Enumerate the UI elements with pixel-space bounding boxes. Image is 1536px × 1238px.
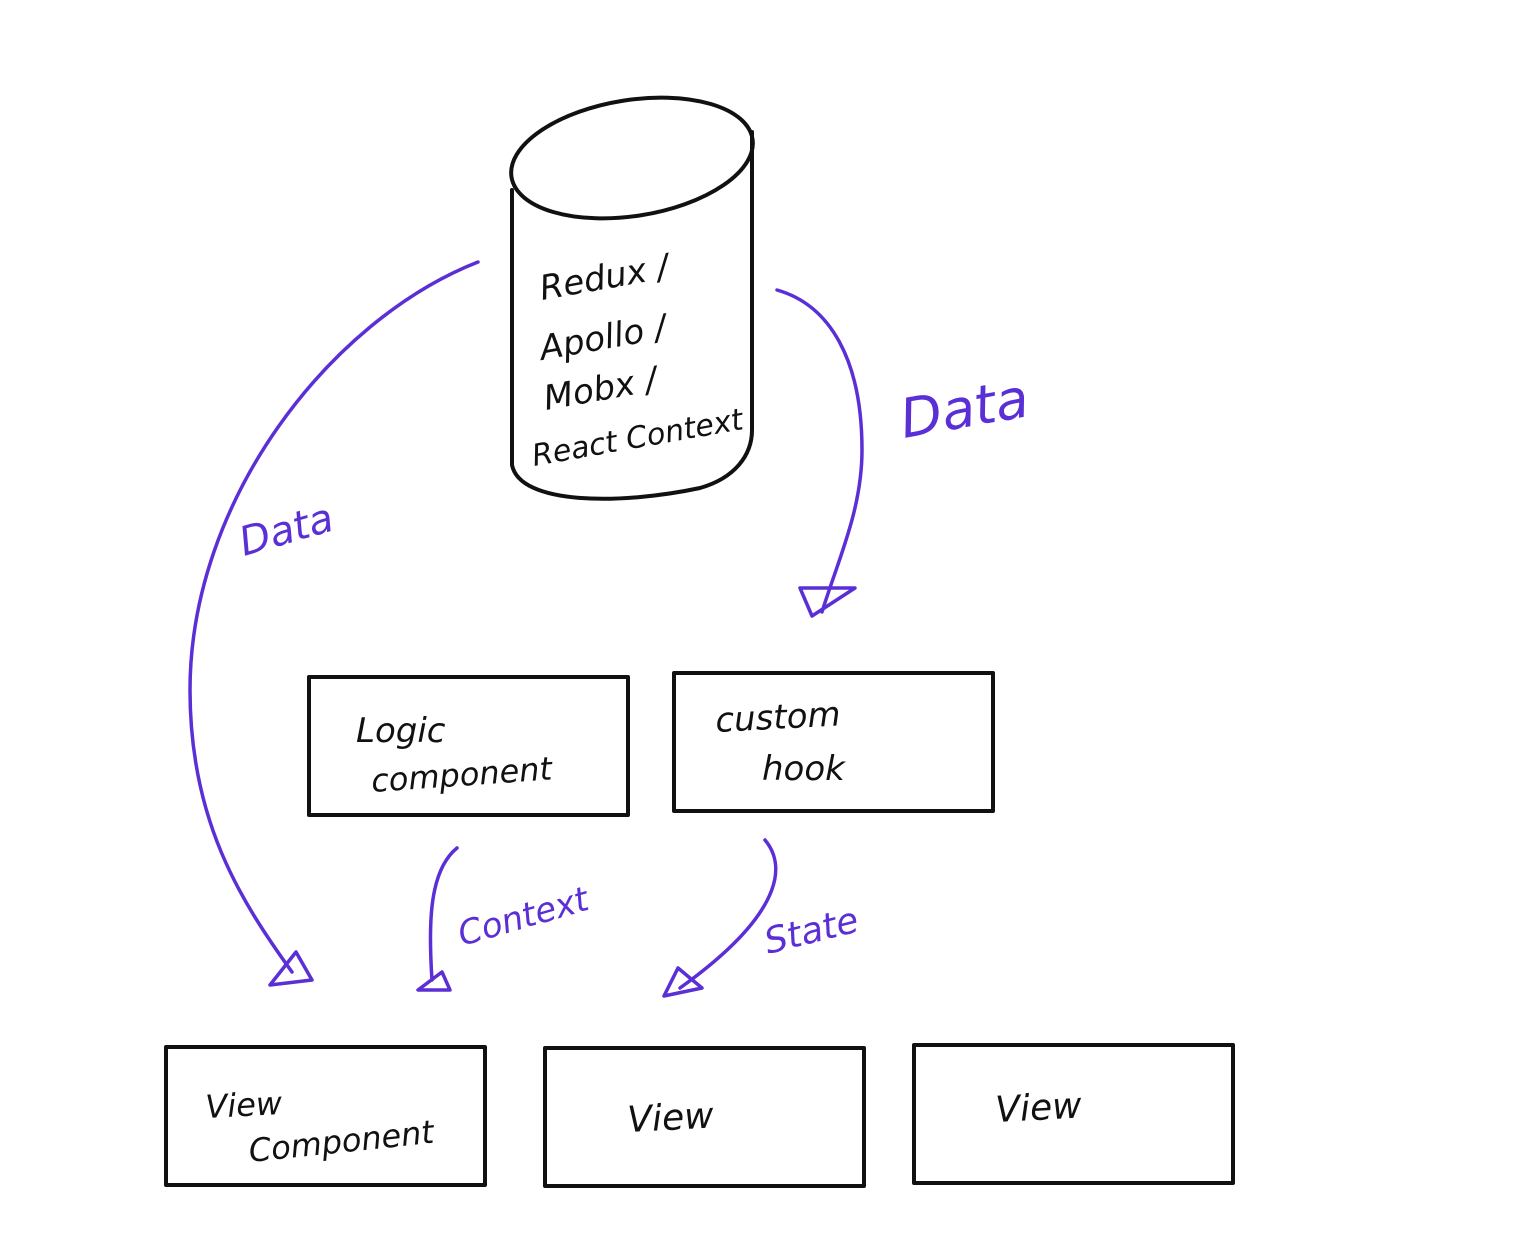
view-b-label: View <box>994 1086 1083 1131</box>
arrowhead-icon <box>268 950 314 987</box>
custom-hook-box: custom hook <box>672 671 995 813</box>
edge-store-to-view-component: Data <box>188 260 480 987</box>
view-component-box: View Component <box>164 1045 487 1187</box>
logic-component-label-line-1: Logic <box>356 711 446 751</box>
store-label-line-1: Redux / <box>537 246 676 309</box>
custom-hook-label-line-2: hook <box>762 749 846 789</box>
store-label-line-3: Mobx / <box>541 359 664 419</box>
view-box-a: View <box>543 1046 866 1188</box>
logic-component-box: Logic component <box>307 675 630 817</box>
view-a-label: View <box>626 1096 715 1141</box>
arrowhead-icon <box>416 970 452 992</box>
logic-component-label-line-2: component <box>370 749 555 800</box>
store-cylinder: Redux / Apollo / Mobx / React Context <box>509 95 755 501</box>
edge-store-to-view-label: Data <box>234 495 338 566</box>
edge-store-to-hook-label: Data <box>895 366 1033 450</box>
edge-hook-to-view-label: State <box>760 900 862 963</box>
store-cylinder-top <box>509 95 755 221</box>
view-box-b: View <box>912 1043 1235 1185</box>
arrowhead-icon <box>662 966 704 998</box>
arrowhead-icon <box>798 586 857 618</box>
arrow-line <box>678 838 778 990</box>
edge-hook-to-view: State <box>662 838 863 998</box>
store-cylinder-body <box>510 130 754 501</box>
custom-hook-label-line-1: custom <box>714 694 841 740</box>
edge-logic-to-view-label: Context <box>453 879 594 955</box>
view-component-label-line-1: View <box>204 1084 283 1126</box>
edge-logic-to-view-component: Context <box>416 846 595 992</box>
arrow-line <box>775 288 864 614</box>
edge-store-to-hook: Data <box>775 288 1033 618</box>
arrow-line <box>428 846 459 982</box>
arrow-line <box>188 260 480 974</box>
